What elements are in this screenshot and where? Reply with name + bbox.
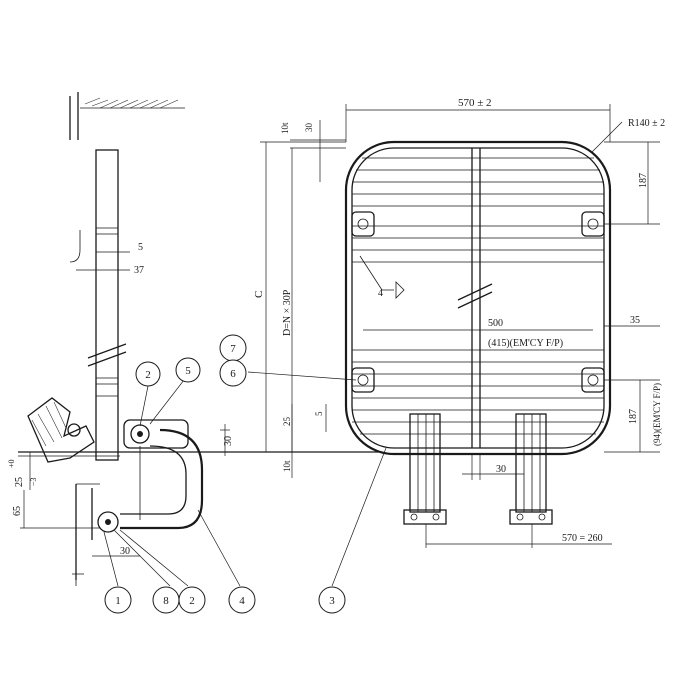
dim-side-65: 65 bbox=[12, 506, 23, 516]
dim-radius: R140 ± 2 bbox=[628, 118, 665, 129]
dim-inner-500: 500 bbox=[488, 318, 503, 329]
balloon-8: 8 bbox=[152, 586, 180, 614]
dim-bottom-5: 5 bbox=[314, 411, 324, 416]
balloon-4: 4 bbox=[228, 586, 256, 614]
dim-left-pitch: D=N × 30P bbox=[282, 289, 293, 336]
balloon-7: 7 bbox=[219, 334, 247, 362]
leaders bbox=[103, 371, 387, 587]
balloon-1: 1 bbox=[104, 586, 132, 614]
arrow-label-4: 4 bbox=[378, 288, 383, 299]
dim-side-tol-top: +0 bbox=[7, 459, 16, 468]
dim-side-5: 5 bbox=[138, 242, 143, 253]
balloon-2-upper: 2 bbox=[135, 361, 161, 387]
balloon-5-label: 5 bbox=[185, 365, 191, 377]
balloon-5: 5 bbox=[175, 357, 201, 383]
balloon-3-label: 3 bbox=[329, 595, 335, 607]
balloon-6: 6 bbox=[219, 359, 247, 387]
dim-emergency: (415)(EM'CY F/P) bbox=[488, 338, 563, 349]
dim-top-10t: 10t bbox=[280, 122, 290, 134]
dim-bottom-25: 25 bbox=[282, 417, 292, 427]
dim-top-30: 30 bbox=[304, 123, 314, 133]
dim-right-emcy: (94)(EM'CY F/P) bbox=[652, 383, 662, 446]
dim-side-37: 37 bbox=[134, 265, 144, 276]
balloon-4-label: 4 bbox=[239, 595, 245, 607]
dim-side-30-bottom: 30 bbox=[120, 546, 130, 557]
balloon-8-label: 8 bbox=[163, 595, 169, 607]
dim-bottom-10t: 10t bbox=[282, 460, 292, 472]
dim-right-35: 35 bbox=[630, 315, 640, 326]
balloon-3: 3 bbox=[318, 586, 346, 614]
dim-left-C: C bbox=[253, 291, 265, 298]
dim-side-25: 25 bbox=[14, 477, 25, 487]
balloon-2-lower: 2 bbox=[178, 586, 206, 614]
balloon-6-label: 6 bbox=[230, 368, 236, 380]
dim-side-30-bracket: 30 bbox=[223, 436, 234, 446]
dim-top-width: 570 ± 2 bbox=[458, 97, 492, 109]
dim-side-tol-bottom: −3 bbox=[29, 477, 38, 486]
balloon-7-label: 7 bbox=[230, 343, 236, 355]
dim-bottom-570-260: 570 = 260 bbox=[562, 533, 603, 544]
side-view: 5 37 30 25 +0 −3 65 30 bbox=[7, 92, 380, 586]
balloon-2-upper-label: 2 bbox=[145, 369, 151, 381]
dim-right-187-bottom: 187 bbox=[628, 409, 639, 424]
balloon-2-lower-label: 2 bbox=[189, 595, 195, 607]
hanging-bracket-left bbox=[403, 413, 447, 525]
dim-bottom-30: 30 bbox=[496, 464, 506, 475]
upper-rungs bbox=[352, 157, 604, 263]
hanging-bracket-right bbox=[509, 413, 553, 525]
dim-right-187-top: 187 bbox=[638, 173, 649, 188]
front-view: 570 ± 2 R140 ± 2 30 10t C D=N × 30P 187 … bbox=[253, 97, 665, 548]
balloon-1-label: 1 bbox=[115, 595, 121, 607]
lower-rungs bbox=[352, 349, 604, 435]
